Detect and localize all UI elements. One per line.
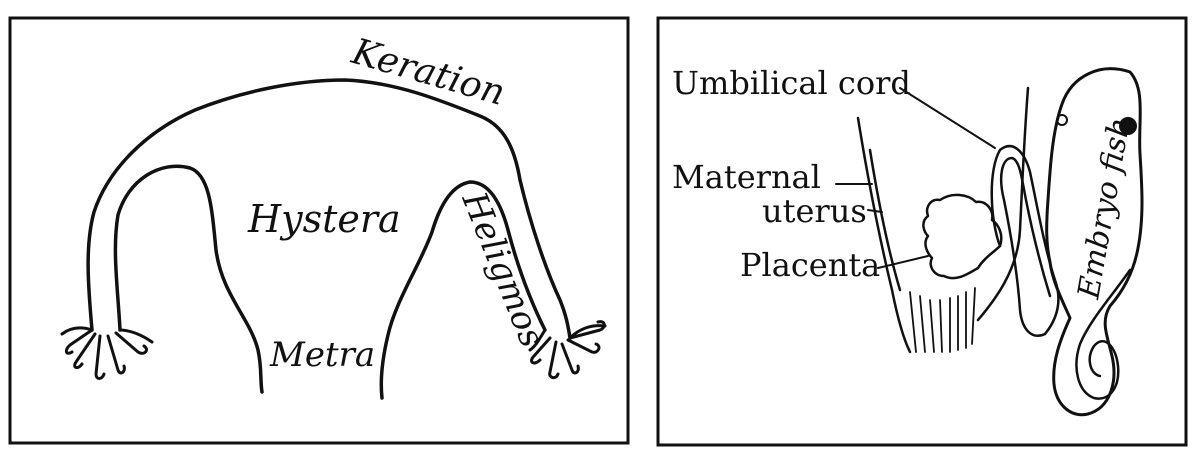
right-panel: Umbilical cord Maternal uterus Placenta … [656, 16, 1188, 447]
arch-outer-outline [86, 78, 572, 340]
leader-umbilical-cord [899, 87, 996, 149]
right-panel-frame [656, 16, 1188, 447]
label-umbilical-cord: Umbilical cord [672, 64, 911, 102]
embryo-fish-body [1045, 67, 1144, 417]
placenta [922, 193, 1003, 280]
arch-inner-outline-right [379, 180, 547, 400]
label-metra: Metra [269, 335, 375, 375]
placenta-fibres [909, 287, 976, 353]
embryo-fish-tail-coil [1075, 268, 1132, 400]
uterus-wall-inner [868, 148, 902, 292]
label-placenta: Placenta [740, 246, 880, 284]
right-hand [528, 320, 607, 380]
left-panel: Keration Hystera Heligmos Metra [8, 16, 630, 445]
label-uterus: uterus [762, 192, 867, 230]
label-keration: Keration [347, 31, 510, 114]
left-hand [60, 326, 154, 380]
leader-maternal-uterus [835, 183, 883, 213]
embryo-fish-eye [1119, 117, 1137, 135]
label-hystera: Hystera [247, 197, 401, 241]
embryo-fish-eye-small [1056, 114, 1068, 126]
umbilical-cord [990, 144, 1060, 337]
uterus-wall-left [856, 116, 912, 354]
leader-placenta [877, 255, 929, 269]
arch-inner-outline [113, 164, 264, 394]
label-maternal: Maternal [672, 158, 821, 196]
uterus-wall-right [976, 86, 1030, 322]
left-panel-frame [8, 16, 630, 445]
